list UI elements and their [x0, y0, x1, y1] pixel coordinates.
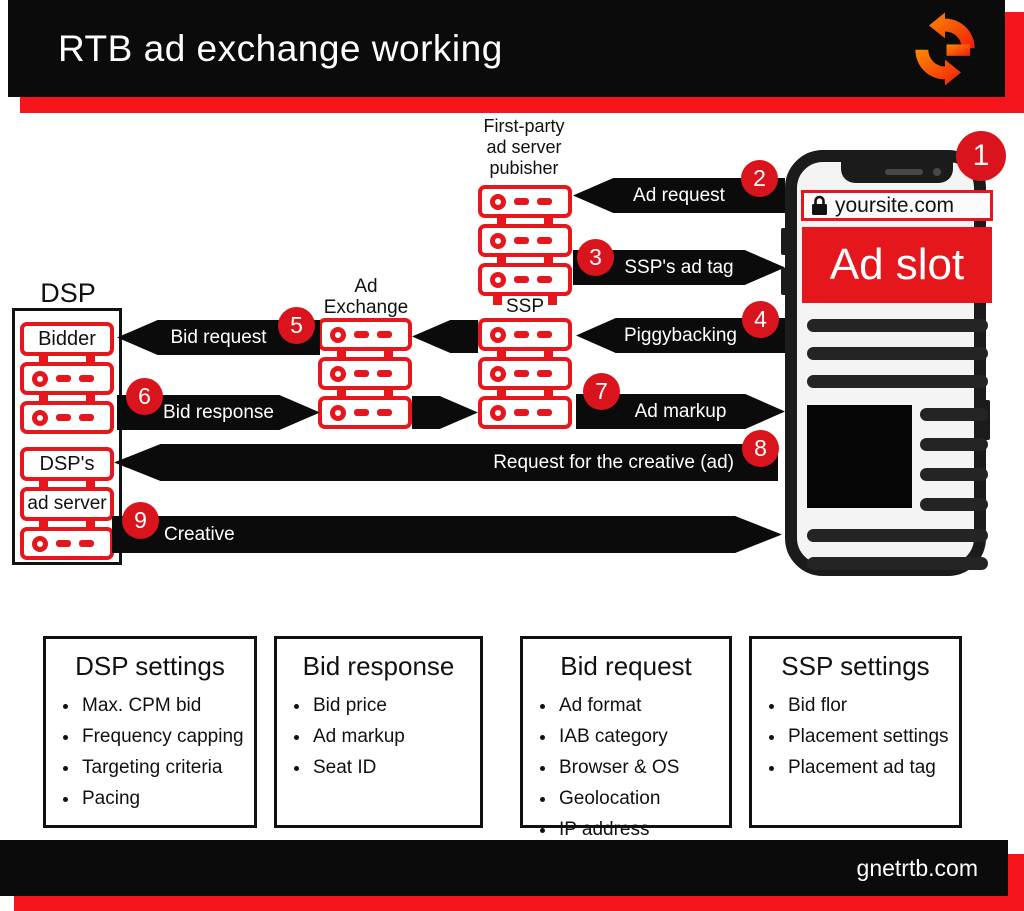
- server-icon: [20, 394, 114, 434]
- list-item: Max. CPM bid: [80, 695, 254, 717]
- server-connector: [478, 296, 572, 306]
- arrow-creative: Creative: [112, 516, 782, 553]
- list-item: Frequency capping: [80, 726, 254, 748]
- list-item: Placement ad tag: [786, 757, 959, 779]
- server-icon: [478, 318, 572, 351]
- first-party-server-stack: [478, 185, 572, 306]
- step-badge-6: 6: [126, 378, 163, 415]
- brand-logo-icon: [907, 11, 983, 87]
- arrow-ssp-to-exchange: [412, 320, 478, 353]
- list-item: Pacing: [80, 788, 254, 810]
- panel-list: Ad format IAB category Browser & OS Geol…: [535, 695, 729, 841]
- list-item: Ad format: [557, 695, 729, 717]
- panel-list: Max. CPM bid Frequency capping Targeting…: [58, 695, 254, 810]
- list-item: Targeting criteria: [80, 757, 254, 779]
- list-item: Bid price: [311, 695, 480, 717]
- page-text-line: [807, 557, 988, 570]
- server-icon: [318, 318, 412, 351]
- list-item: Geolocation: [557, 788, 729, 810]
- arrow-exchange-to-ssp: [412, 396, 478, 429]
- panel-ssp-settings: SSP settings Bid flor Placement settings…: [749, 636, 962, 828]
- panel-list: Bid price Ad markup Seat ID: [289, 695, 480, 779]
- server-icon: [318, 350, 412, 390]
- server-icon: [318, 389, 412, 429]
- phone-power-button: [984, 400, 990, 440]
- page-text-line: [807, 375, 988, 388]
- panel-list: Bid flor Placement settings Placement ad…: [764, 695, 959, 779]
- server-icon: [20, 355, 114, 395]
- panel-title: DSP settings: [75, 651, 225, 681]
- list-item: Ad markup: [311, 726, 480, 748]
- page-text-line: [920, 438, 988, 451]
- footer-site-link[interactable]: gnetrtb.com: [856, 854, 978, 881]
- phone-volume-button: [781, 228, 787, 255]
- panel-title: Bid response: [302, 651, 455, 681]
- dsp-box: Bidder DSP's ad server: [12, 308, 122, 565]
- footer-bar: gnetrtb.com: [0, 840, 1008, 896]
- phone-volume-button: [781, 268, 787, 295]
- step-badge-7: 7: [583, 373, 620, 410]
- first-party-label: First-party ad server pubisher: [483, 116, 565, 178]
- page-text-line: [807, 347, 988, 360]
- phone-speaker: [885, 169, 923, 175]
- ad-slot[interactable]: Ad slot: [802, 227, 992, 303]
- header-bar: RTB ad exchange working: [8, 0, 1005, 97]
- dsp-ad-server-box-2: ad server: [20, 480, 114, 521]
- ad-exchange-label: Ad Exchange: [323, 276, 409, 318]
- dsp-ad-server-box: DSP's: [20, 447, 114, 481]
- panel-bid-response: Bid response Bid price Ad markup Seat ID: [274, 636, 483, 828]
- list-item: Browser & OS: [557, 757, 729, 779]
- page-text-line: [807, 529, 988, 542]
- step-badge-2: 2: [741, 160, 778, 197]
- step-badge-8: 8: [742, 430, 779, 467]
- phone-notch: [841, 162, 953, 183]
- dsp-label: DSP: [40, 278, 96, 308]
- panel-dsp-settings: DSP settings Max. CPM bid Frequency capp…: [43, 636, 257, 828]
- list-item: IP address: [557, 819, 729, 841]
- browser-url-bar[interactable]: yoursite.com: [801, 190, 993, 221]
- list-item: Seat ID: [311, 757, 480, 779]
- step-badge-5: 5: [278, 307, 315, 344]
- server-icon: [20, 520, 114, 560]
- page-text-line: [920, 468, 988, 481]
- url-text: yoursite.com: [835, 193, 955, 217]
- server-icon: [478, 350, 572, 390]
- ssp-label: SSP: [505, 296, 545, 317]
- server-icon: [478, 217, 572, 257]
- page-image-placeholder: [807, 405, 912, 508]
- page-title: RTB ad exchange working: [58, 27, 503, 69]
- ssp-server-stack: [478, 318, 572, 429]
- panel-title: Bid request: [560, 651, 692, 681]
- server-icon: [478, 389, 572, 429]
- server-icon: [478, 185, 572, 218]
- page-text-line: [807, 319, 988, 332]
- list-item: Placement settings: [786, 726, 959, 748]
- arrow-piggybacking: Piggybacking: [576, 318, 785, 353]
- page-text-line: [920, 408, 988, 421]
- panel-bid-request: Bid request Ad format IAB category Brows…: [520, 636, 732, 840]
- step-badge-4: 4: [742, 301, 779, 338]
- server-icon: [478, 256, 572, 296]
- page-text-line: [920, 498, 988, 511]
- ad-exchange-server-stack: [318, 318, 412, 429]
- panel-title: SSP settings: [781, 651, 930, 681]
- lock-icon: [812, 195, 827, 215]
- step-badge-3: 3: [577, 239, 614, 276]
- bidder-box: Bidder: [20, 322, 114, 356]
- list-item: Bid flor: [786, 695, 959, 717]
- phone-camera-icon: [933, 168, 941, 176]
- smartphone: yoursite.com Ad slot: [781, 150, 993, 576]
- step-badge-9: 9: [122, 502, 159, 539]
- step-badge-1: 1: [956, 131, 1006, 181]
- arrow-request-creative: Request for the creative (ad): [114, 444, 778, 481]
- list-item: IAB category: [557, 726, 729, 748]
